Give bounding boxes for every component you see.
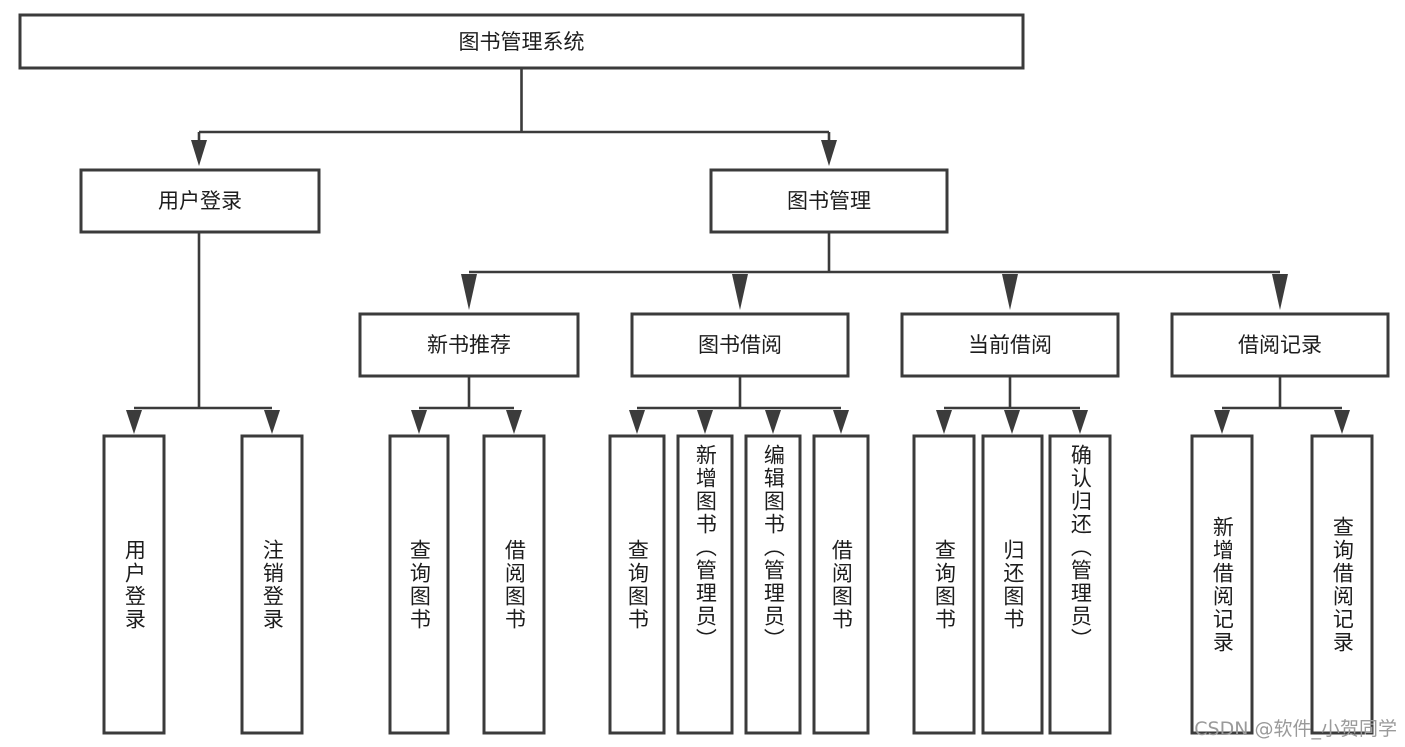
leaf-box-user-login[interactable] [102, 434, 166, 735]
arrow-leaf-add-record [1214, 410, 1230, 434]
arrow-leaf-user-login [126, 410, 142, 434]
leaf-box-borrow-book-2[interactable] [812, 434, 870, 735]
leaf-box-edit-book[interactable] [744, 434, 802, 735]
arrow-to-borrow-record [1272, 274, 1288, 310]
arrow-leaf-query-book-1 [411, 410, 427, 434]
arrow-leaf-borrow-book-1 [506, 410, 522, 434]
arrow-to-book-borrow [732, 274, 748, 310]
node-new-book-recommend-label: 新书推荐 [427, 333, 511, 357]
leaf-box-confirm-return[interactable] [1048, 434, 1112, 735]
node-root[interactable]: 图书管理系统 [18, 13, 1025, 70]
node-borrow-record[interactable]: 借阅记录 [1170, 312, 1390, 378]
node-book-manage[interactable]: 图书管理 [709, 168, 949, 234]
node-book-manage-box[interactable] [709, 168, 949, 234]
node-book-borrow-box[interactable] [630, 312, 850, 378]
leaf-box-add-book[interactable] [676, 434, 734, 735]
node-borrow-record-box[interactable] [1170, 312, 1390, 378]
arrow-leaf-add-book [697, 410, 713, 434]
node-new-book-recommend-box[interactable] [358, 312, 580, 378]
leaf-box-logout[interactable] [240, 434, 304, 735]
leaf-box-query-record[interactable] [1310, 434, 1374, 735]
arrow-leaf-confirm-return [1072, 410, 1088, 434]
arrow-leaf-edit-book [765, 410, 781, 434]
leaf-box-layer [102, 434, 1374, 735]
arrow-to-book-manage [821, 140, 837, 166]
node-current-borrow[interactable]: 当前借阅 [900, 312, 1120, 378]
arrow-to-user-login [191, 140, 207, 166]
leaf-box-query-book-3[interactable] [912, 434, 976, 735]
arrow-to-new-book-rec [461, 274, 477, 310]
node-user-login-label: 用户登录 [158, 189, 242, 213]
arrow-leaf-return-book [1004, 410, 1020, 434]
node-new-book-recommend[interactable]: 新书推荐 [358, 312, 580, 378]
node-root-label: 图书管理系统 [459, 30, 585, 54]
node-user-login[interactable]: 用户登录 [79, 168, 321, 234]
node-borrow-record-label: 借阅记录 [1238, 333, 1322, 357]
node-current-borrow-label: 当前借阅 [968, 333, 1052, 357]
csdn-watermark: CSDN @软件_小贺同学 [1194, 718, 1397, 740]
arrow-leaf-borrow-book-2 [833, 410, 849, 434]
leaf-box-query-book-1[interactable] [388, 434, 450, 735]
connector-layer [126, 68, 1350, 434]
node-book-borrow[interactable]: 图书借阅 [630, 312, 850, 378]
leaf-box-query-book-2[interactable] [608, 434, 666, 735]
arrow-to-current-borrow [1002, 274, 1018, 310]
arrow-leaf-query-book-3 [936, 410, 952, 434]
node-root-box[interactable] [18, 13, 1025, 70]
arrow-leaf-logout [264, 410, 280, 434]
node-current-borrow-box[interactable] [900, 312, 1120, 378]
arrow-leaf-query-book-2 [629, 410, 645, 434]
node-book-borrow-label: 图书借阅 [698, 333, 782, 357]
leaf-box-return-book[interactable] [981, 434, 1044, 735]
node-book-manage-label: 图书管理 [787, 189, 871, 213]
leaf-box-add-record[interactable] [1190, 434, 1254, 735]
arrow-leaf-query-record [1334, 410, 1350, 434]
node-user-login-box[interactable] [79, 168, 321, 234]
leaf-box-borrow-book-1[interactable] [482, 434, 546, 735]
